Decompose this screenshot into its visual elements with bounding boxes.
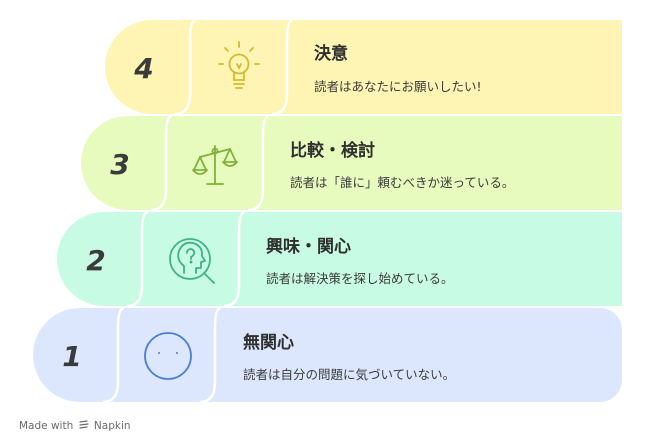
step-4-description: 読者はあなたにお願いしたい! — [314, 79, 482, 94]
step-1-description: 読者は自分の問題に気づいていない。 — [243, 367, 456, 382]
step-2-title: 興味・関心 — [266, 237, 351, 257]
step-4-title: 決意 — [314, 44, 348, 64]
head-question-icon — [169, 238, 215, 284]
step-1-shape — [33, 306, 622, 404]
step-3-title: 比較・検討 — [290, 141, 375, 161]
made-with-label: Made with — [19, 420, 74, 432]
step-4-number: 4 — [134, 52, 154, 85]
neutral-face-icon — [144, 332, 192, 380]
napkin-logo-icon — [78, 419, 89, 433]
step-2-description: 読者は解決策を探し始めている。 — [266, 271, 454, 286]
footer-attribution: Made with Napkin — [19, 419, 131, 433]
step-1-number: 1 — [62, 340, 82, 373]
step-4-shape — [105, 18, 622, 116]
balance-scale-icon — [192, 145, 238, 185]
step-3-shape — [81, 114, 622, 212]
lightbulb-icon — [218, 41, 260, 89]
step-2-shape — [57, 210, 622, 308]
step-1-title: 無関心 — [243, 333, 294, 353]
step-3-description: 読者は「誰に」頼むべきか迷っている。 — [290, 175, 515, 190]
step-3-number: 3 — [110, 148, 130, 181]
step-2-number: 2 — [86, 244, 106, 277]
napkin-brand-label[interactable]: Napkin — [93, 420, 131, 432]
